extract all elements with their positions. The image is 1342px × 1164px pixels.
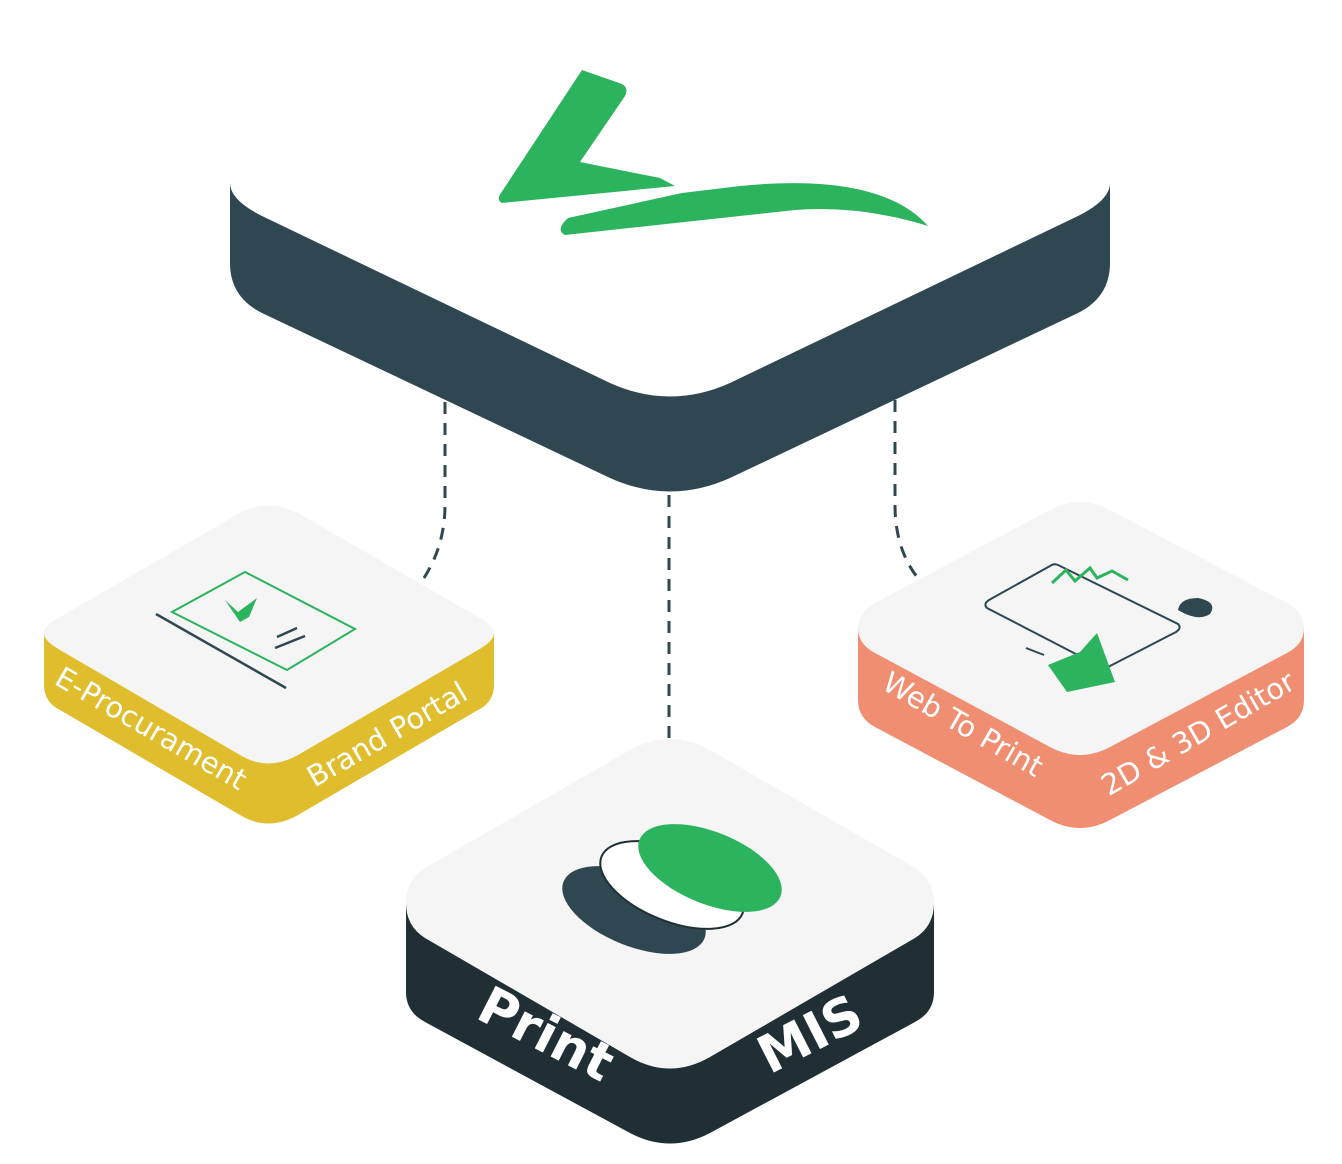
- hub-platform: [230, 0, 1110, 492]
- module-procurement: E-Procurament Brand Portal: [44, 505, 494, 824]
- connector-procurement: [422, 402, 447, 579]
- connector-web-to-print: [893, 400, 919, 578]
- module-web-to-print: Web To Print 2D & 3D Editor: [858, 502, 1304, 828]
- connectors: [422, 400, 919, 738]
- procurement-face: [44, 505, 494, 764]
- print-mis-discs-icon: [562, 824, 782, 954]
- logo-check-icon: [498, 70, 928, 235]
- module-print-mis: Print MIS: [406, 739, 934, 1144]
- editor-canvas-icon: [984, 563, 1213, 692]
- web-to-print-face: [858, 502, 1304, 755]
- web-portal-window-icon: [155, 570, 358, 690]
